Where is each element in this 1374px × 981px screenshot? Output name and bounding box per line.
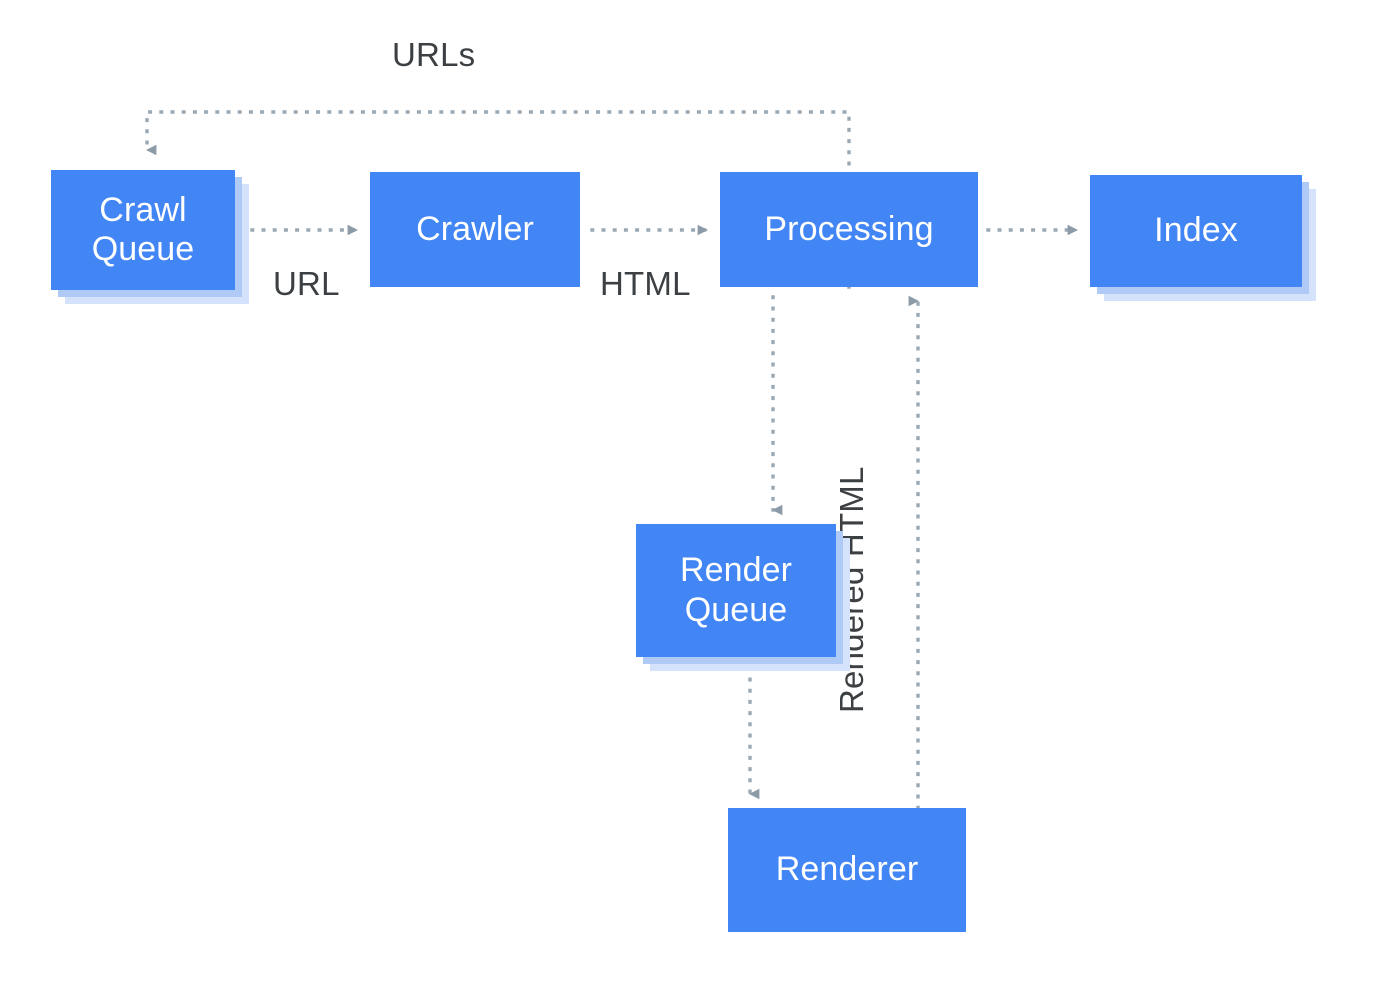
renderer-label: Renderer (728, 808, 966, 932)
edge-label-html: HTML (600, 265, 691, 302)
render-queue-label: Render Queue (636, 524, 836, 657)
node-crawl-queue[interactable]: Crawl Queue (51, 170, 249, 304)
node-crawler[interactable]: Crawler (370, 172, 580, 287)
index-label: Index (1090, 175, 1302, 287)
node-processing[interactable]: Processing (720, 172, 978, 287)
node-render-queue[interactable]: Render Queue (636, 524, 850, 671)
crawler-label: Crawler (370, 172, 580, 287)
processing-label: Processing (720, 172, 978, 287)
edge-label-url: URL (273, 265, 340, 302)
crawl-queue-label: Crawl Queue (51, 170, 235, 290)
node-renderer[interactable]: Renderer (728, 808, 966, 932)
node-index[interactable]: Index (1090, 175, 1316, 301)
edge-label-urls: URLs (392, 36, 476, 73)
